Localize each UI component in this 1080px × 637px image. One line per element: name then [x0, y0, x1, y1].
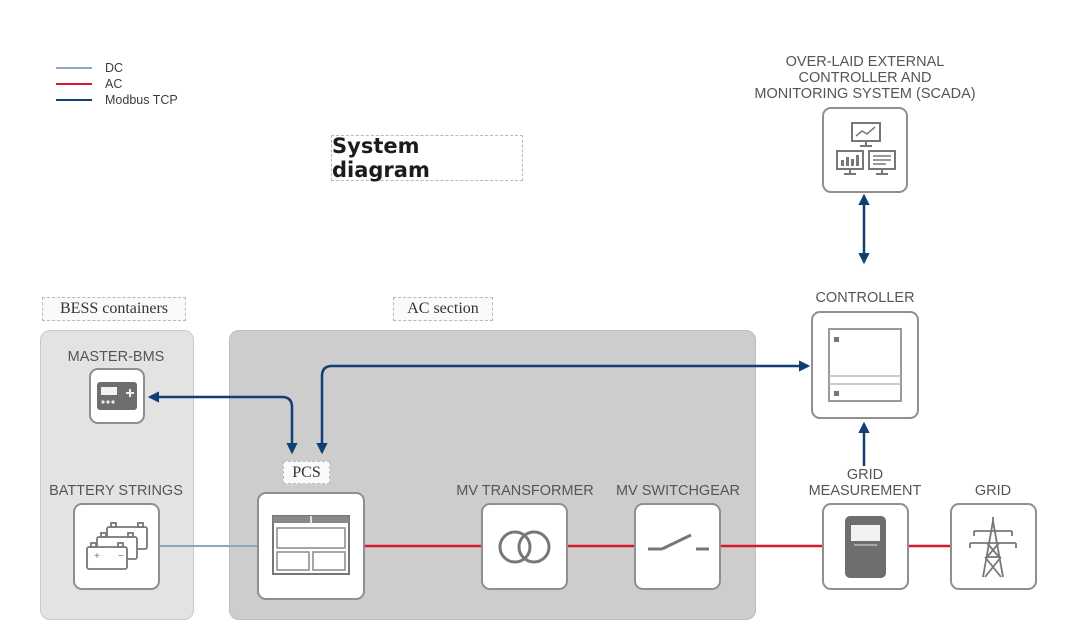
grid-label: GRID — [974, 483, 1012, 499]
controller-node[interactable] — [811, 311, 919, 419]
legend-label-modbus: Modbus TCP — [105, 93, 178, 107]
pcs-node[interactable] — [257, 492, 365, 600]
legend-swatch-ac — [56, 82, 92, 86]
grid-measurement-label: GRID MEASUREMENT — [790, 467, 940, 499]
inverter-cabinet-icon — [272, 515, 350, 575]
switch-icon — [648, 533, 709, 551]
mv-switchgear-node[interactable] — [634, 503, 721, 590]
scada-label-line2: CONTROLLER AND — [798, 70, 932, 86]
bms-unit-icon — [97, 382, 137, 410]
scada-label-line3: MONITORING SYSTEM (SCADA) — [754, 86, 976, 102]
battery-strings-node[interactable]: + − — [73, 503, 160, 590]
legend-item-dc: DC — [56, 60, 123, 76]
svg-text:+: + — [94, 551, 100, 562]
power-pylon-icon — [969, 517, 1017, 578]
diagram-title: System diagram — [331, 134, 523, 182]
mv-switchgear-label: MV SWITCHGEAR — [615, 483, 741, 499]
grid-measurement-label-line1: GRID — [846, 467, 884, 483]
scada-node[interactable] — [822, 107, 908, 193]
bess-containers-label: BESS containers — [42, 297, 186, 321]
meter-icon — [845, 516, 886, 578]
legend-label-dc: DC — [105, 61, 124, 75]
pcs-label: PCS — [283, 461, 330, 484]
modbus-line-pcs-controller — [316, 360, 811, 455]
battery-stack-icon: + − — [86, 522, 148, 570]
controller-label: CONTROLLER — [815, 290, 915, 306]
grid-measurement-node[interactable] — [822, 503, 909, 590]
legend-swatch-modbus — [56, 98, 92, 102]
mv-transformer-label: MV TRANSFORMER — [456, 483, 594, 499]
legend-swatch-dc — [56, 66, 92, 70]
transformer-icon — [498, 530, 551, 564]
master-bms-label: MASTER-BMS — [67, 349, 165, 365]
ac-section-label: AC section — [393, 297, 493, 321]
legend-label-ac: AC — [105, 77, 123, 91]
controller-cabinet-icon — [828, 328, 902, 402]
grid-measurement-label-line2: MEASUREMENT — [808, 483, 922, 499]
grid-node[interactable] — [950, 503, 1037, 590]
legend-item-ac: AC — [56, 76, 122, 92]
modbus-line-bms-pcs — [147, 391, 298, 455]
scada-monitors-icon — [836, 122, 896, 175]
svg-text:−: − — [118, 551, 124, 562]
battery-strings-label: BATTERY STRINGS — [49, 483, 183, 499]
scada-label: OVER-LAID EXTERNAL CONTROLLER AND MONITO… — [740, 54, 990, 102]
scada-label-line1: OVER-LAID EXTERNAL — [785, 54, 945, 70]
master-bms-node[interactable] — [89, 368, 145, 424]
legend-item-modbus: Modbus TCP — [56, 92, 178, 108]
mv-transformer-node[interactable] — [481, 503, 568, 590]
